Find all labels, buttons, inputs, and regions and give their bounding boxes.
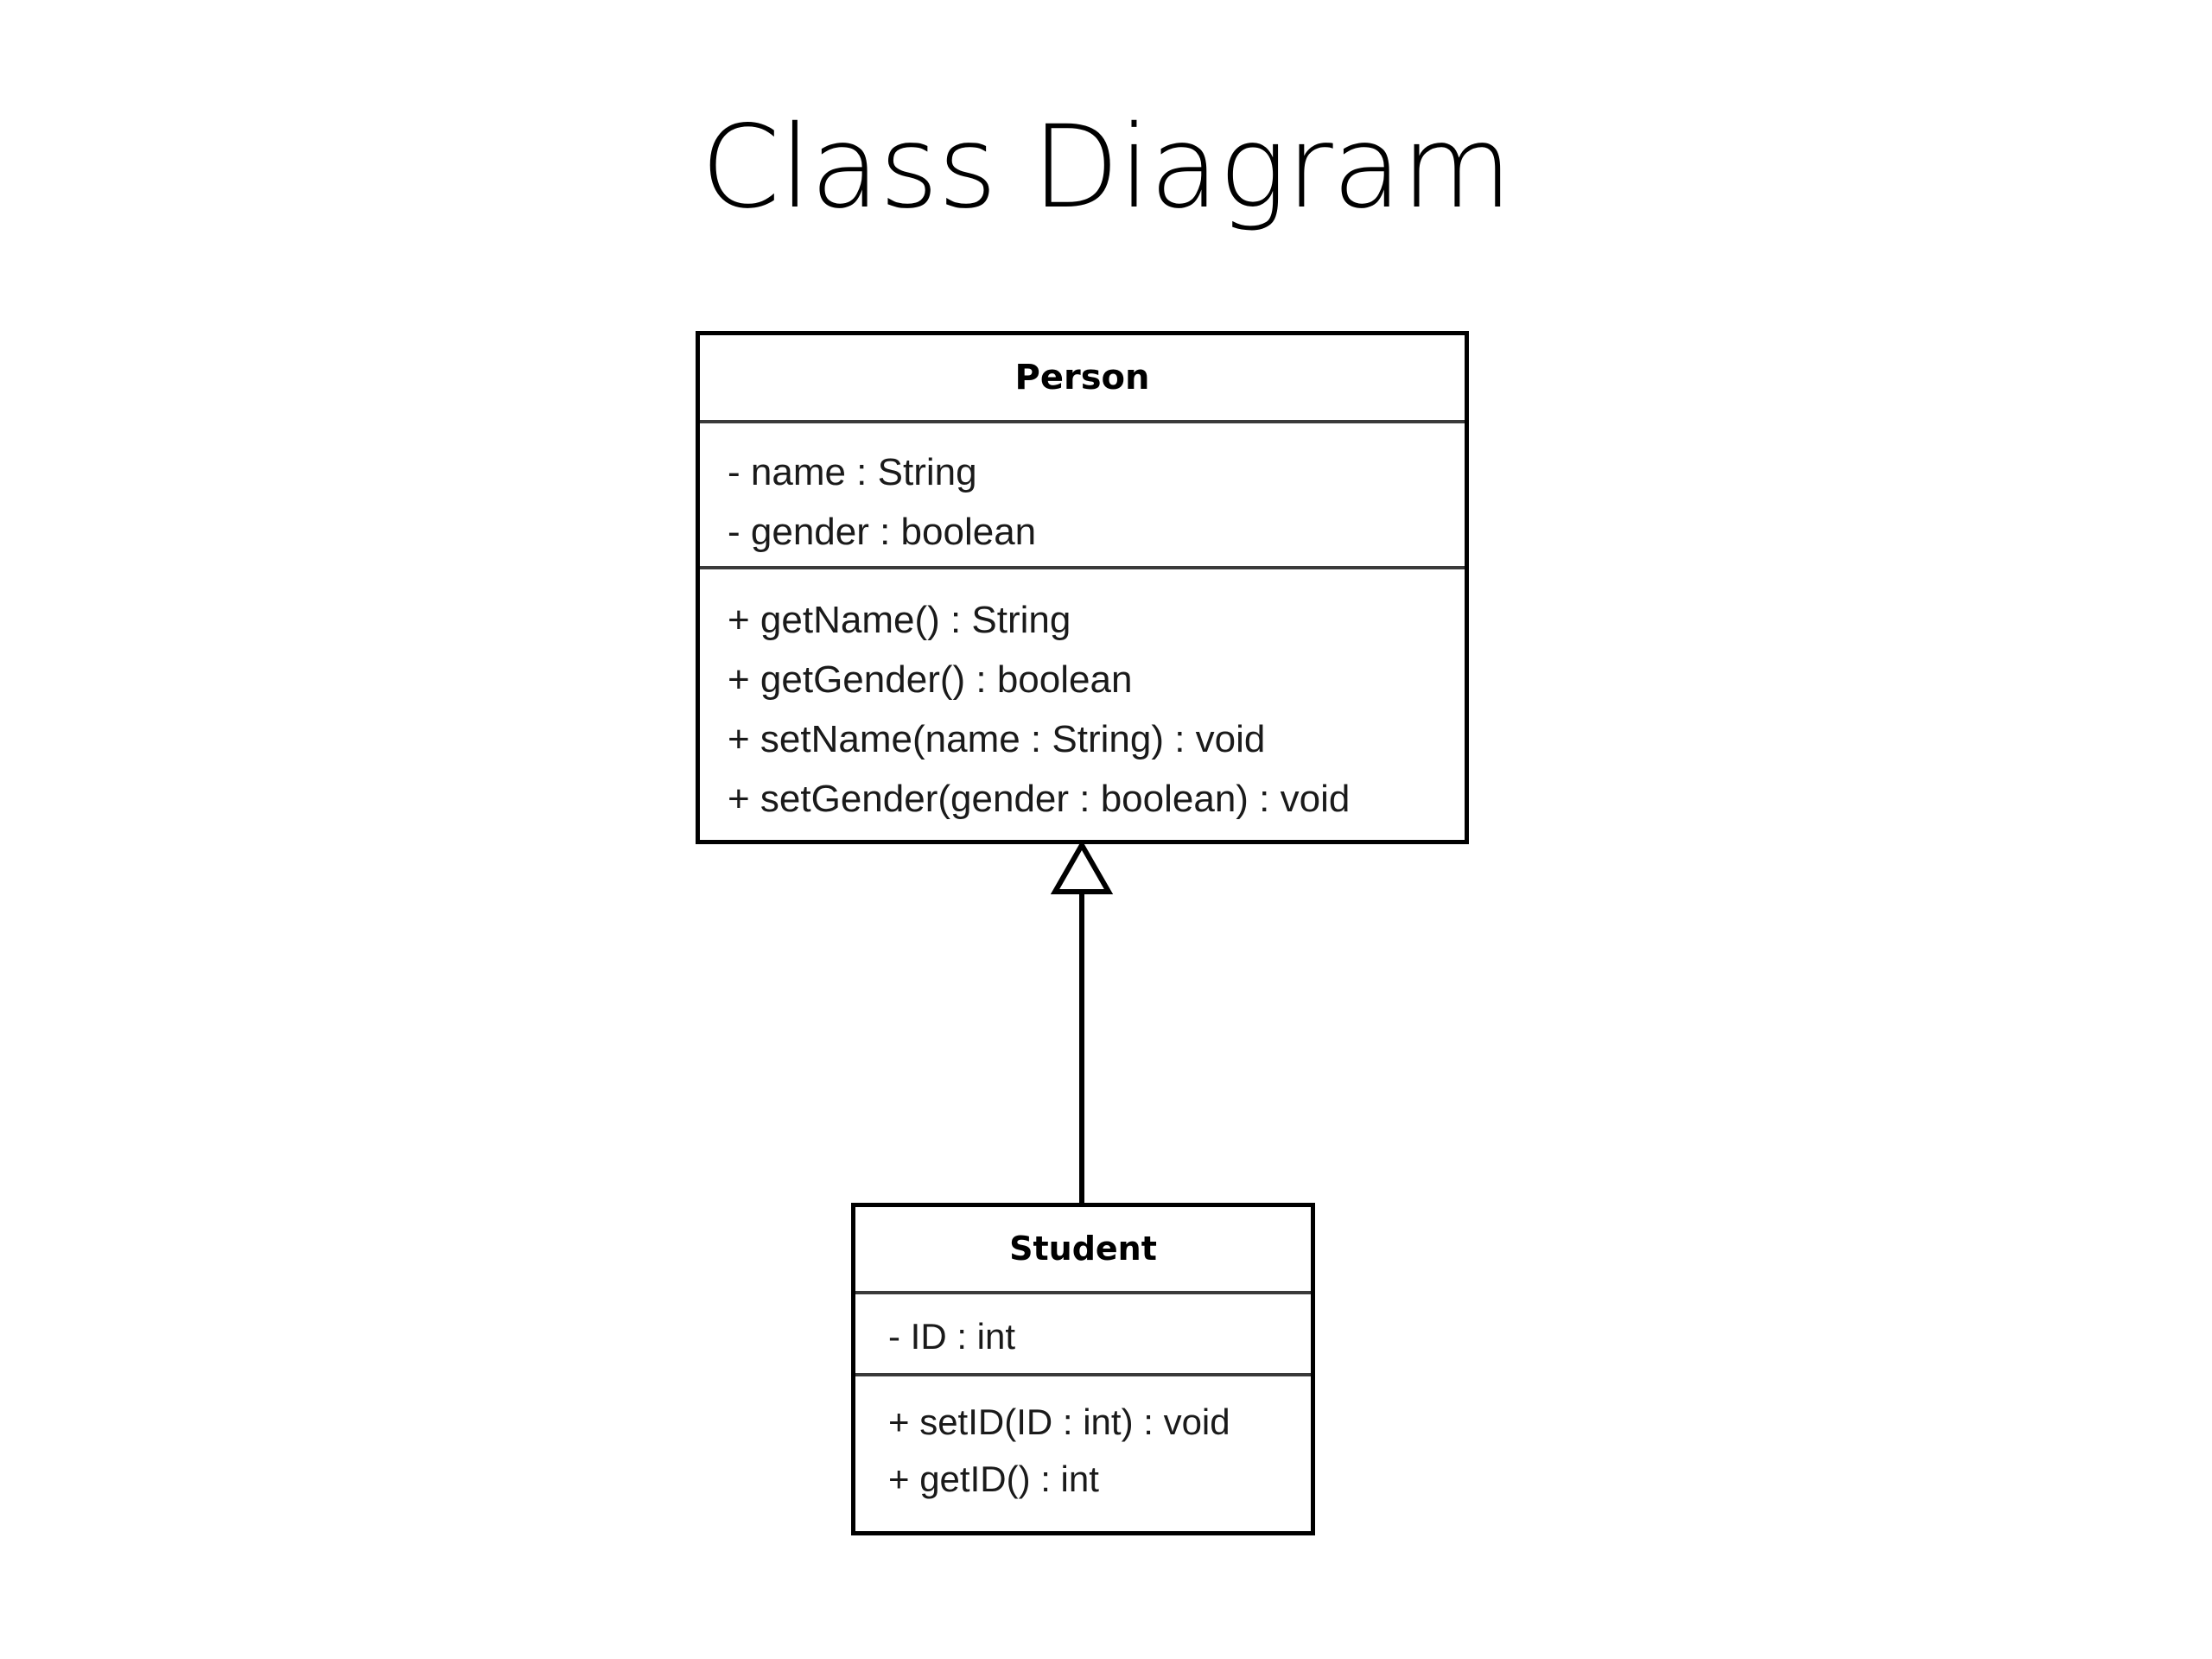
hollow-triangle-arrowhead-icon — [1050, 839, 1114, 894]
class-name-person: Person — [1014, 358, 1150, 397]
operations-compartment-student: + setID(ID : int) : void + getID() : int — [855, 1373, 1311, 1529]
operation-row: + setID(ID : int) : void — [888, 1402, 1230, 1442]
operation-row: + getID() : int — [888, 1459, 1099, 1499]
page-title: Class Diagram — [700, 101, 1512, 234]
attributes-compartment-student: - ID : int — [855, 1291, 1311, 1373]
uml-class-student[interactable]: Student - ID : int + setID(ID : int) : v… — [851, 1203, 1315, 1535]
operation-row: + getName() : String — [728, 599, 1071, 641]
operation-row: + getGender() : boolean — [728, 658, 1133, 701]
attribute-row: - gender : boolean — [728, 511, 1037, 553]
class-name-compartment-student: Student — [855, 1207, 1311, 1291]
class-name-compartment-person: Person — [700, 335, 1465, 420]
operation-row: + setName(name : String) : void — [728, 718, 1266, 760]
class-name-student: Student — [1009, 1230, 1157, 1268]
attributes-compartment-person: - name : String - gender : boolean — [700, 420, 1465, 566]
uml-class-person[interactable]: Person - name : String - gender : boolea… — [696, 331, 1469, 844]
attribute-row: - name : String — [728, 451, 977, 493]
attribute-row: - ID : int — [888, 1316, 1016, 1357]
operations-compartment-person: + getName() : String + getGender() : boo… — [700, 566, 1465, 841]
operation-row: + setGender(gender : boolean) : void — [728, 778, 1351, 820]
generalization-connector — [1050, 839, 1114, 1206]
